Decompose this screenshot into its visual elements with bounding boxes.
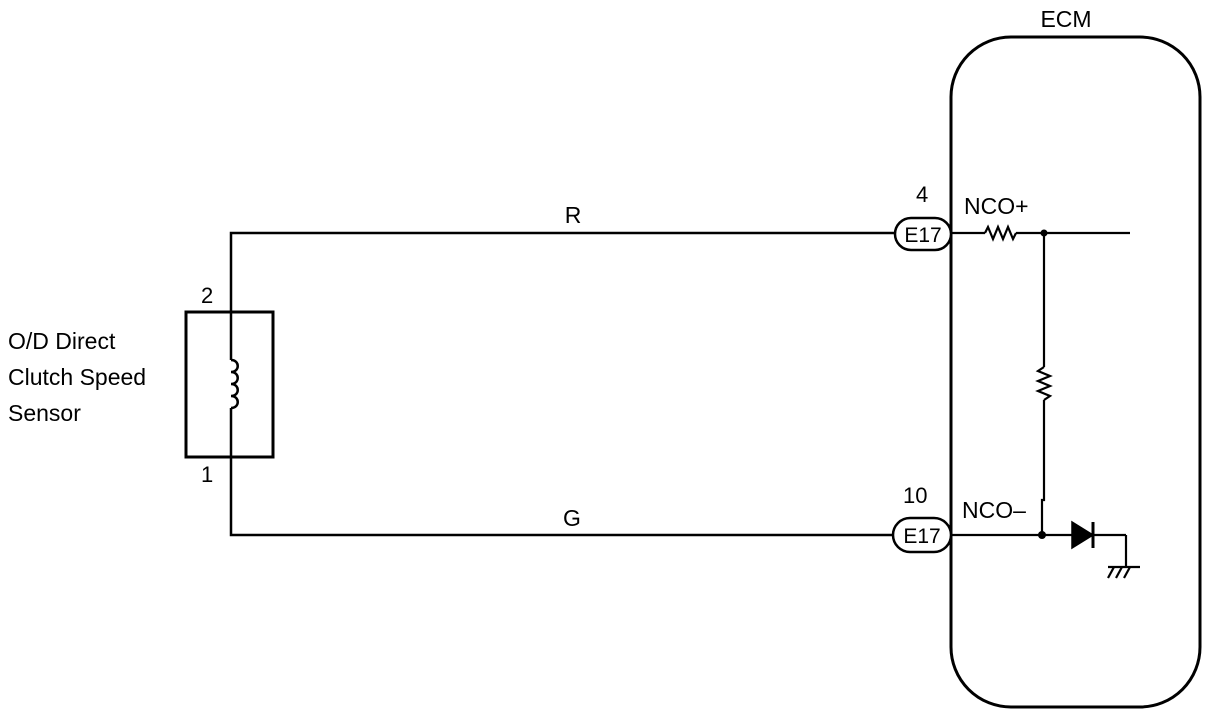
ecm-module bbox=[949, 35, 1202, 709]
sensor-pin-bottom: 1 bbox=[201, 462, 213, 487]
sensor-label-line1: O/D Direct bbox=[8, 328, 116, 354]
wire-lower-color: G bbox=[563, 505, 581, 531]
diode-icon bbox=[1071, 520, 1126, 550]
ecm-bias-resistor-icon bbox=[1035, 233, 1053, 535]
wire-lower bbox=[229, 470, 893, 537]
connector-upper-id: E17 bbox=[904, 224, 941, 247]
wire-upper-color: R bbox=[565, 202, 582, 228]
speed-sensor-box bbox=[184, 310, 275, 459]
signal-nco-plus: NCO+ bbox=[964, 193, 1029, 219]
signal-nco-minus: NCO– bbox=[962, 497, 1026, 523]
sensor-label-line3: Sensor bbox=[8, 400, 81, 426]
ground-icon bbox=[1107, 535, 1140, 579]
connector-lower-pin: 10 bbox=[903, 483, 927, 508]
sensor-coil-icon bbox=[229, 300, 239, 470]
connector-upper-pin: 4 bbox=[916, 182, 928, 207]
sensor-label-line2: Clutch Speed bbox=[8, 364, 146, 390]
ecm-title: ECM bbox=[1040, 6, 1091, 32]
ecm-input-resistor-icon bbox=[951, 224, 1130, 242]
wire-upper bbox=[229, 231, 895, 300]
connector-lower-id: E17 bbox=[903, 525, 940, 548]
sensor-pin-top: 2 bbox=[201, 283, 213, 308]
